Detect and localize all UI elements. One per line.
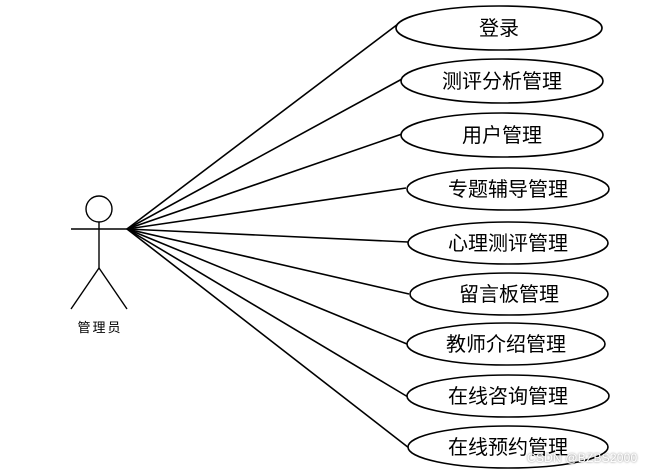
use-case-assessment-analysis: 测评分析管理 xyxy=(400,58,604,104)
actor-head xyxy=(85,195,113,223)
association-line xyxy=(126,23,399,230)
use-case-psych-assessment: 心理测评管理 xyxy=(407,221,609,265)
association-line xyxy=(126,228,409,398)
actor xyxy=(70,195,128,310)
association-lines xyxy=(126,23,410,449)
use-cases: 登录 测评分析管理 用户管理 专题辅导管理 心理测评管理 留言板管理 教师介绍管… xyxy=(395,5,610,469)
association-line xyxy=(126,187,407,230)
use-case-teacher-intro: 教师介绍管理 xyxy=(406,322,606,366)
use-case-message-board: 留言板管理 xyxy=(409,272,609,316)
actor-label: 管理员 xyxy=(77,321,122,336)
use-case-label: 心理测评管理 xyxy=(448,231,568,255)
actor-right-leg xyxy=(98,267,128,310)
association-line xyxy=(126,228,410,449)
watermark: CSDN @BZBS2000 xyxy=(527,451,638,465)
use-case-topic-tutoring: 专题辅导管理 xyxy=(406,167,610,211)
association-line xyxy=(126,228,410,295)
actor-left-leg xyxy=(70,267,100,310)
use-case-label: 测评分析管理 xyxy=(442,69,562,93)
association-line xyxy=(126,133,403,230)
use-case-login: 登录 xyxy=(395,5,603,51)
use-case-label: 登录 xyxy=(479,16,519,40)
use-case-label: 在线预约管理 xyxy=(448,435,568,459)
use-case-label: 留言板管理 xyxy=(459,282,559,306)
use-case-label: 用户管理 xyxy=(462,123,542,147)
association-line xyxy=(126,228,409,243)
use-case-label: 专题辅导管理 xyxy=(448,177,568,201)
use-case-label: 教师介绍管理 xyxy=(446,332,566,356)
use-case-online-consult: 在线咨询管理 xyxy=(406,374,610,418)
association-line xyxy=(126,78,403,230)
use-case-user: 用户管理 xyxy=(400,112,604,158)
use-case-label: 在线咨询管理 xyxy=(448,384,568,408)
association-line xyxy=(126,228,408,345)
use-case-online-booking: 在线预约管理 xyxy=(407,425,609,469)
